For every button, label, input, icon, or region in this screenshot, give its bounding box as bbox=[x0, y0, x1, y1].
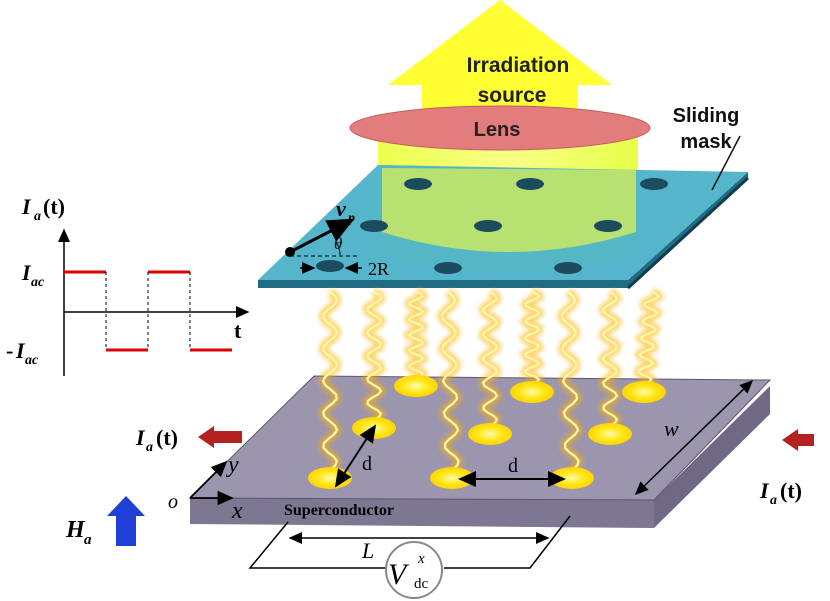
field-subscript: a bbox=[84, 532, 92, 548]
voltmeter-wire-right bbox=[444, 515, 571, 569]
mask-hole bbox=[516, 178, 544, 190]
voltmeter-superscript: x bbox=[417, 551, 425, 567]
irradiation-ray bbox=[560, 291, 580, 471]
mask-hole bbox=[594, 220, 622, 232]
spacing-arrow-diagonal bbox=[334, 424, 377, 488]
irradiation-source: Irradiation source bbox=[388, 0, 612, 130]
source-label-line2: source bbox=[478, 84, 547, 107]
mask-holes bbox=[316, 178, 668, 274]
slab-dimensions: d d w bbox=[334, 379, 754, 496]
mask-beam-spot bbox=[382, 168, 636, 252]
irradiation-ray bbox=[321, 291, 339, 471]
spot bbox=[468, 423, 512, 445]
mask-hole bbox=[554, 262, 582, 274]
wave-low-subscript: ac bbox=[25, 353, 39, 368]
spot bbox=[588, 423, 632, 445]
mask-hole bbox=[316, 260, 344, 272]
mask-label-line1: Sliding bbox=[673, 105, 740, 127]
irradiation-ray bbox=[481, 291, 499, 427]
wave-ylabel-subscript: a bbox=[34, 209, 41, 224]
wave-high-label: I bbox=[21, 260, 32, 285]
spacing-label-left: d bbox=[362, 453, 372, 475]
voltmeter bbox=[385, 541, 443, 599]
wave-high-subscript: ac bbox=[31, 275, 45, 290]
width-arrow bbox=[634, 379, 754, 496]
lens-label: Lens bbox=[474, 119, 521, 141]
angle-label: θ bbox=[334, 234, 342, 253]
mask-hole bbox=[404, 178, 432, 190]
current-left: I a (t) bbox=[135, 425, 242, 455]
spacing-label-center: d bbox=[508, 455, 518, 477]
velocity-subscript: p bbox=[347, 211, 355, 226]
current-right-label: I bbox=[759, 478, 770, 503]
wave-low-label: I bbox=[15, 338, 26, 363]
wave-xlabel: t bbox=[234, 318, 242, 343]
field-label: H bbox=[65, 517, 86, 543]
irradiation-ray bbox=[440, 291, 460, 471]
mask-label-line2: mask bbox=[680, 131, 732, 153]
wave-low-prefix: - bbox=[6, 338, 13, 363]
wave-ylabel: I bbox=[21, 194, 32, 219]
velocity-label: v bbox=[336, 196, 346, 221]
mask-hole bbox=[640, 178, 668, 190]
voltage-circuit: L V dc x bbox=[248, 515, 571, 599]
mask-hole bbox=[360, 220, 388, 232]
slab-label: Superconductor bbox=[284, 502, 394, 519]
voltmeter-wire-left bbox=[248, 521, 386, 569]
irradiation-ray bbox=[601, 291, 619, 427]
lens: Lens bbox=[349, 105, 651, 151]
spot bbox=[510, 381, 554, 403]
origin-label: o bbox=[168, 491, 178, 513]
current-left-label: I bbox=[135, 425, 146, 450]
current-left-suffix: (t) bbox=[156, 425, 178, 450]
source-label-line1: Irradiation bbox=[467, 54, 570, 77]
irradiation-ray bbox=[407, 290, 425, 380]
velocity-arrow bbox=[289, 218, 355, 254]
angle-arc bbox=[335, 241, 341, 256]
mask-right-edge bbox=[626, 176, 750, 290]
irradiation-rays bbox=[317, 287, 665, 474]
irradiation-ray bbox=[365, 291, 383, 421]
current-right: I a (t) bbox=[759, 429, 814, 508]
square-wave-inset: I a (t) t I ac - I ac bbox=[6, 194, 250, 376]
current-right-subscript: a bbox=[770, 493, 777, 508]
y-axis-label: y bbox=[226, 452, 239, 478]
slab-front bbox=[190, 498, 654, 528]
length-label: L bbox=[361, 538, 374, 563]
superconductor-slab: Superconductor bbox=[188, 375, 772, 528]
voltmeter-label: V bbox=[388, 558, 410, 591]
mask-hole bbox=[434, 262, 462, 274]
mask-label-pointer bbox=[711, 135, 741, 191]
sliding-mask: v p θ 2R Sliding mask bbox=[258, 105, 750, 290]
field-arrow bbox=[107, 496, 145, 546]
lens-ellipse bbox=[349, 105, 651, 151]
current-right-suffix: (t) bbox=[780, 478, 802, 503]
irradiation-ray bbox=[637, 290, 660, 386]
current-left-subscript: a bbox=[146, 440, 153, 455]
coordinate-axes: o x y bbox=[168, 452, 243, 524]
current-left-arrow bbox=[198, 426, 242, 448]
irradiation-ray bbox=[523, 290, 541, 386]
current-right-arrow bbox=[782, 429, 814, 451]
voltmeter-subscript: dc bbox=[414, 576, 429, 592]
mask-hole bbox=[474, 220, 502, 232]
applied-field: H a bbox=[65, 496, 145, 548]
radius-label: 2R bbox=[368, 259, 389, 279]
spot bbox=[622, 381, 666, 403]
x-axis-label: x bbox=[231, 498, 243, 524]
y-axis-arrow bbox=[189, 460, 228, 499]
wave-ylabel-suffix: (t) bbox=[43, 194, 65, 219]
spot bbox=[394, 375, 438, 397]
source-beam-shape bbox=[388, 0, 612, 130]
width-label: w bbox=[664, 416, 679, 441]
